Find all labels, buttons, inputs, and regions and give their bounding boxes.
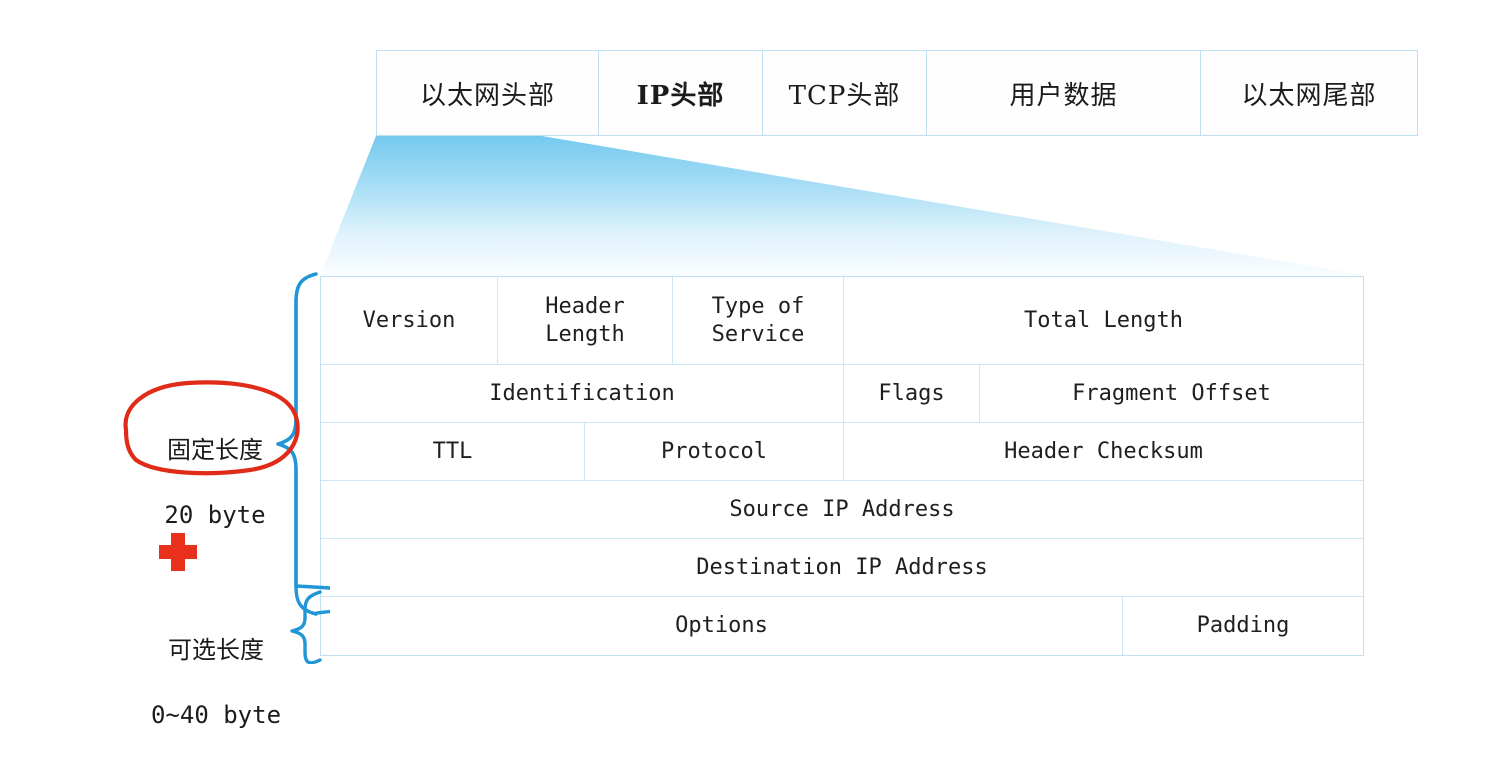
field-padding: Padding [1196,613,1290,639]
annotation-fixed-length-line1: 固定长度 [167,436,263,465]
table-row: Source IP Address [321,481,1363,539]
annotation-fixed-length-line2: 20 byte [164,501,266,530]
field-destination-ip-address: Destination IP Address [696,554,988,580]
ethernet-frame-bar: 以太网头部 IP头部 TCP头部 用户数据 以太网尾部 [376,50,1418,136]
field-protocol: Protocol [585,423,844,480]
zoom-funnel-shape [320,136,1370,276]
table-row: TTL Protocol Header Checksum [321,423,1363,481]
diagram-canvas: 以太网头部 IP头部 TCP头部 用户数据 以太网尾部 Version Head… [123,50,1418,729]
frame-cell-ethernet-header: 以太网头部 [377,51,599,135]
frame-cell-user-data: 用户数据 [927,51,1201,135]
table-row: Options Padding [321,597,1363,655]
field-ttl: TTL [321,423,585,480]
plus-icon [159,533,197,571]
field-total-length: Total Length [1024,307,1183,333]
table-row: Destination IP Address [321,539,1363,597]
red-circle-highlight [123,380,300,476]
field-source-ip-address: Source IP Address [729,496,955,522]
table-row: Identification Flags Fragment Offset [321,365,1363,423]
ip-header-table: Version Header Length Type of Service To… [320,276,1364,656]
annotation-optional-length-line2: 0~40 byte [150,701,282,730]
frame-cell-tcp-header: TCP头部 [763,51,927,135]
annotation-optional-length: 可选长度 0~40 byte [126,602,306,764]
field-header-checksum: Header Checksum [1004,438,1203,464]
field-options: Options [321,597,1123,655]
annotation-optional-length-line1: 可选长度 [168,636,264,665]
table-row: Version Header Length Type of Service To… [321,277,1363,365]
field-header-length: Header Length [498,277,673,364]
field-version: Version [321,277,498,364]
field-flags: Flags [844,365,980,422]
frame-cell-ip-header: IP头部 [599,51,763,135]
field-identification: Identification [321,365,844,422]
brace-group [276,272,330,664]
annotation-fixed-length: 固定长度 20 byte [140,402,290,564]
field-type-of-service: Type of Service [673,277,844,364]
field-fragment-offset: Fragment Offset [1072,380,1271,406]
frame-cell-ethernet-trailer: 以太网尾部 [1241,80,1377,111]
brace-fixed-length-path [276,272,318,616]
brace-optional-length [290,590,322,664]
